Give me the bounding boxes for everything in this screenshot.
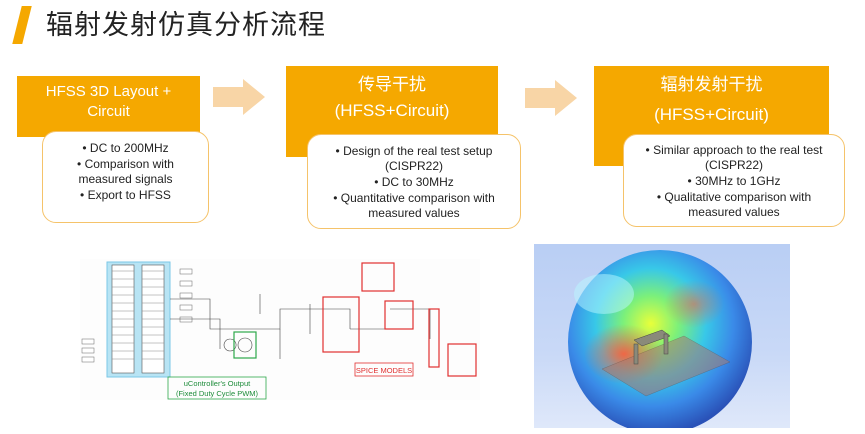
step-3-header-line-2: (HFSS+Circuit) [654, 105, 769, 124]
step-1-header-line-1: HFSS 3D Layout + [45, 83, 172, 100]
step-1-header: HFSS 3D Layout + Circuit [17, 76, 200, 137]
step-1-bullet: Comparison with measured signals [43, 157, 208, 187]
step-2-header-line-1: 传导干扰 [358, 75, 426, 94]
step-2-bullet: DC to 30MHz [308, 175, 520, 190]
controller-output-label: uController's Output [184, 379, 251, 388]
controller-output-sublabel: (Fixed Duty Cycle PWM) [176, 389, 259, 398]
step-1-bullet: DC to 200MHz [43, 141, 208, 156]
step-1-bullet: Export to HFSS [43, 188, 208, 203]
step-1-card: DC to 200MHz Comparison with measured si… [42, 131, 209, 223]
page-title: 辐射发射仿真分析流程 [46, 10, 326, 41]
radiation-sphere-image [534, 244, 790, 434]
step-2-bullet: Design of the real test setup (CISPR22) [308, 144, 520, 174]
step-3-header-line-1: 辐射发射干扰 [660, 75, 763, 94]
step-1-header-line-2: Circuit [87, 103, 130, 120]
circuit-schematic-image: uController's Output (Fixed Duty Cycle P… [80, 259, 480, 400]
step-3-bullet: Qualitative comparison with measured val… [624, 190, 844, 220]
title-accent-bar [12, 6, 32, 44]
step-2-header-line-2: (HFSS+Circuit) [334, 101, 450, 120]
spice-model-boxes [322, 262, 477, 377]
radiation-field-sphere [568, 250, 752, 434]
step-3-bullet: Similar approach to the real test (CISPR… [624, 143, 844, 173]
step-3-bullet: 30MHz to 1GHz [624, 174, 844, 189]
circuit-schematic-drawing: uController's Output (Fixed Duty Cycle P… [81, 261, 477, 400]
step-2-card: Design of the real test setup (CISPR22) … [307, 134, 521, 229]
step-2-bullet: Quantitative comparison with measured va… [308, 191, 520, 221]
spice-models-label: SPICE MODELS [356, 366, 412, 375]
step-3-card: Similar approach to the real test (CISPR… [623, 134, 845, 227]
controller-box [233, 331, 257, 359]
